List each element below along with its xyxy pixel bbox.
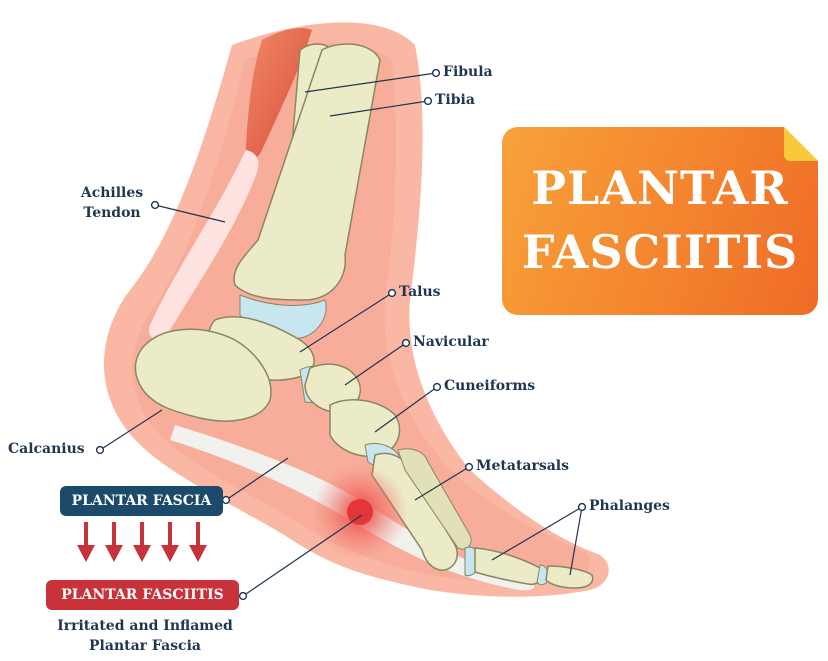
label-fibula: Fibula xyxy=(443,64,493,80)
title-line-2: FASCIITIS xyxy=(521,225,799,279)
label-tibia: Tibia xyxy=(435,92,475,108)
metatarsals-dot xyxy=(464,462,474,472)
distal-phalanx xyxy=(545,565,594,589)
metatarsal-bone-2 xyxy=(397,448,472,550)
label-talus: Talus xyxy=(399,284,441,300)
cuneiforms-leader xyxy=(374,386,438,433)
calf-muscle xyxy=(245,28,312,160)
calcanius-dot xyxy=(95,445,105,455)
title-card-fold-flap xyxy=(784,127,818,161)
achilles-leader xyxy=(154,204,226,223)
leader-lines xyxy=(99,72,583,597)
leader-dots xyxy=(95,68,587,601)
tibia-leader xyxy=(329,100,429,117)
plantar-fascia-badge: PLANTAR FASCIA xyxy=(60,486,223,516)
fibula-leader xyxy=(304,72,437,93)
cuneiforms-dot xyxy=(432,382,442,392)
label-phalanges: Phalanges xyxy=(589,498,670,514)
tibia-dot xyxy=(423,96,433,106)
calcaneus-bone xyxy=(134,328,272,422)
label-navicular: Navicular xyxy=(413,334,489,350)
tibia-bone xyxy=(233,43,381,301)
label-achilles-line1: Achilles xyxy=(80,185,144,201)
phalanges-leader-1 xyxy=(491,506,583,561)
title-card: PLANTAR FASCIITIS xyxy=(502,127,818,315)
down-arrow-1 xyxy=(77,522,95,562)
plantar-fascia-leader xyxy=(225,457,289,501)
plantar-fasciitis-dot xyxy=(238,591,248,601)
inflammation-core xyxy=(347,499,373,525)
phalanges-dot xyxy=(577,502,587,512)
navicular-dot xyxy=(401,338,411,348)
down-arrow-2 xyxy=(105,522,123,562)
cuneiforms-bone xyxy=(329,399,401,457)
caption-line-1: Irritated and Inflamed xyxy=(57,618,233,634)
down-arrow-3 xyxy=(133,522,151,562)
label-calcanius: Calcanius xyxy=(8,441,85,457)
talus-dot xyxy=(387,288,397,298)
label-achilles-line2: Tendon xyxy=(83,205,141,221)
plantar-fasciitis-leader xyxy=(242,514,363,597)
phalanges-leader-2 xyxy=(569,506,583,576)
fibula-dot xyxy=(431,68,441,78)
plantar-fascia-dot xyxy=(221,495,231,505)
metatarsals-leader xyxy=(414,466,470,501)
plantar-fasciitis-badge: PLANTAR FASCIITIS xyxy=(46,580,239,610)
down-arrow-5 xyxy=(189,522,207,562)
caption-line-2: Plantar Fascia xyxy=(89,638,201,654)
down-arrow-4 xyxy=(161,522,179,562)
talus-leader xyxy=(299,292,393,353)
calcanius-leader xyxy=(99,409,163,451)
achilles-tendon xyxy=(149,150,259,340)
label-metatarsals: Metatarsals xyxy=(476,458,570,474)
achilles-dot xyxy=(150,200,160,210)
navicular-leader xyxy=(344,342,407,386)
arrows-group xyxy=(77,522,207,562)
title-line-1: PLANTAR xyxy=(531,161,789,215)
label-cuneiforms: Cuneiforms xyxy=(444,378,536,394)
